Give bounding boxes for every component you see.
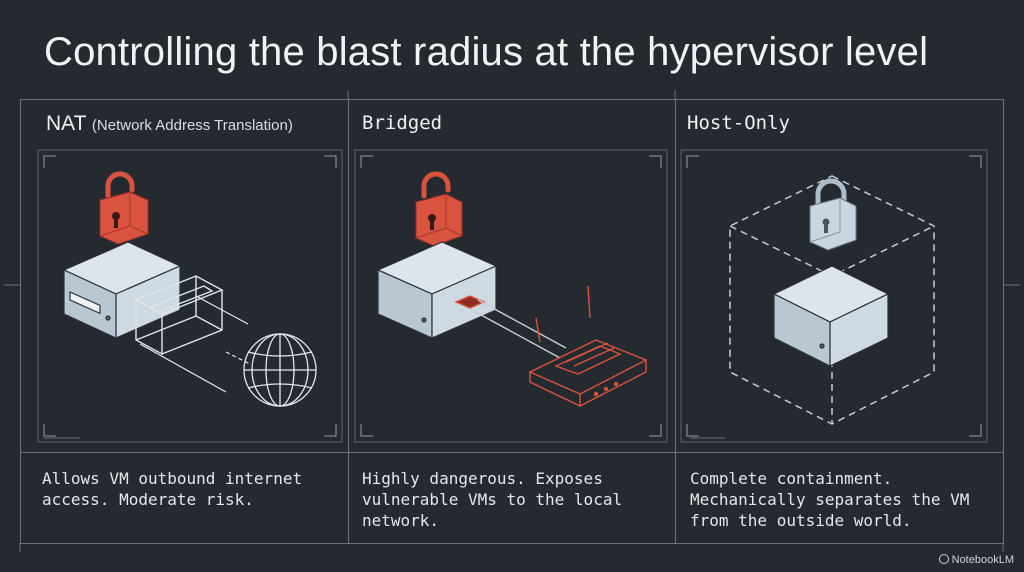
frame-left-line [20, 99, 21, 543]
host-only-server-icon [772, 265, 890, 367]
brand-label: NotebookLM [951, 554, 1014, 566]
nat-illustration-frame [37, 149, 343, 443]
host-only-illustration-frame [680, 149, 988, 443]
host-only-locked-padlock-icon [809, 178, 857, 251]
bridged-server-icon [376, 241, 498, 339]
bridged-router-icon [528, 285, 648, 408]
nat-description: Allows VM outbound internet access. Mode… [42, 469, 303, 509]
nat-heading-main: NAT [46, 112, 87, 135]
frame-bottom-line [20, 543, 1004, 544]
nat-heading-sub: (Network Address Translation) [91, 117, 293, 134]
bridged-unlocked-padlock-icon [415, 171, 463, 247]
bridged-description: Highly dangerous. Exposes vulnerable VMs… [362, 469, 623, 530]
column-divider-2 [675, 99, 676, 543]
frame-mid-line [20, 452, 1004, 453]
nat-globe-icon [243, 333, 317, 407]
host-only-heading: Host-Only [687, 112, 790, 134]
nat-tunnel-icon [134, 275, 224, 356]
nat-unlocked-padlock-icon [99, 171, 149, 245]
bridged-illustration-frame [354, 149, 668, 443]
frame-right-line [1003, 99, 1004, 543]
nat-server-icon [62, 241, 182, 339]
brand-watermark: NotebookLM [938, 554, 1014, 566]
frame-top-line [20, 99, 1004, 100]
column-divider-1 [348, 99, 349, 543]
nat-heading: NAT (Network Address Translation) [46, 112, 293, 136]
host-only-description: Complete containment. Mechanically separ… [690, 469, 970, 530]
brand-logo-icon [938, 554, 949, 564]
bridged-cable-icon [454, 295, 567, 359]
page-title: Controlling the blast radius at the hype… [44, 30, 929, 74]
bridged-heading: Bridged [362, 112, 443, 134]
